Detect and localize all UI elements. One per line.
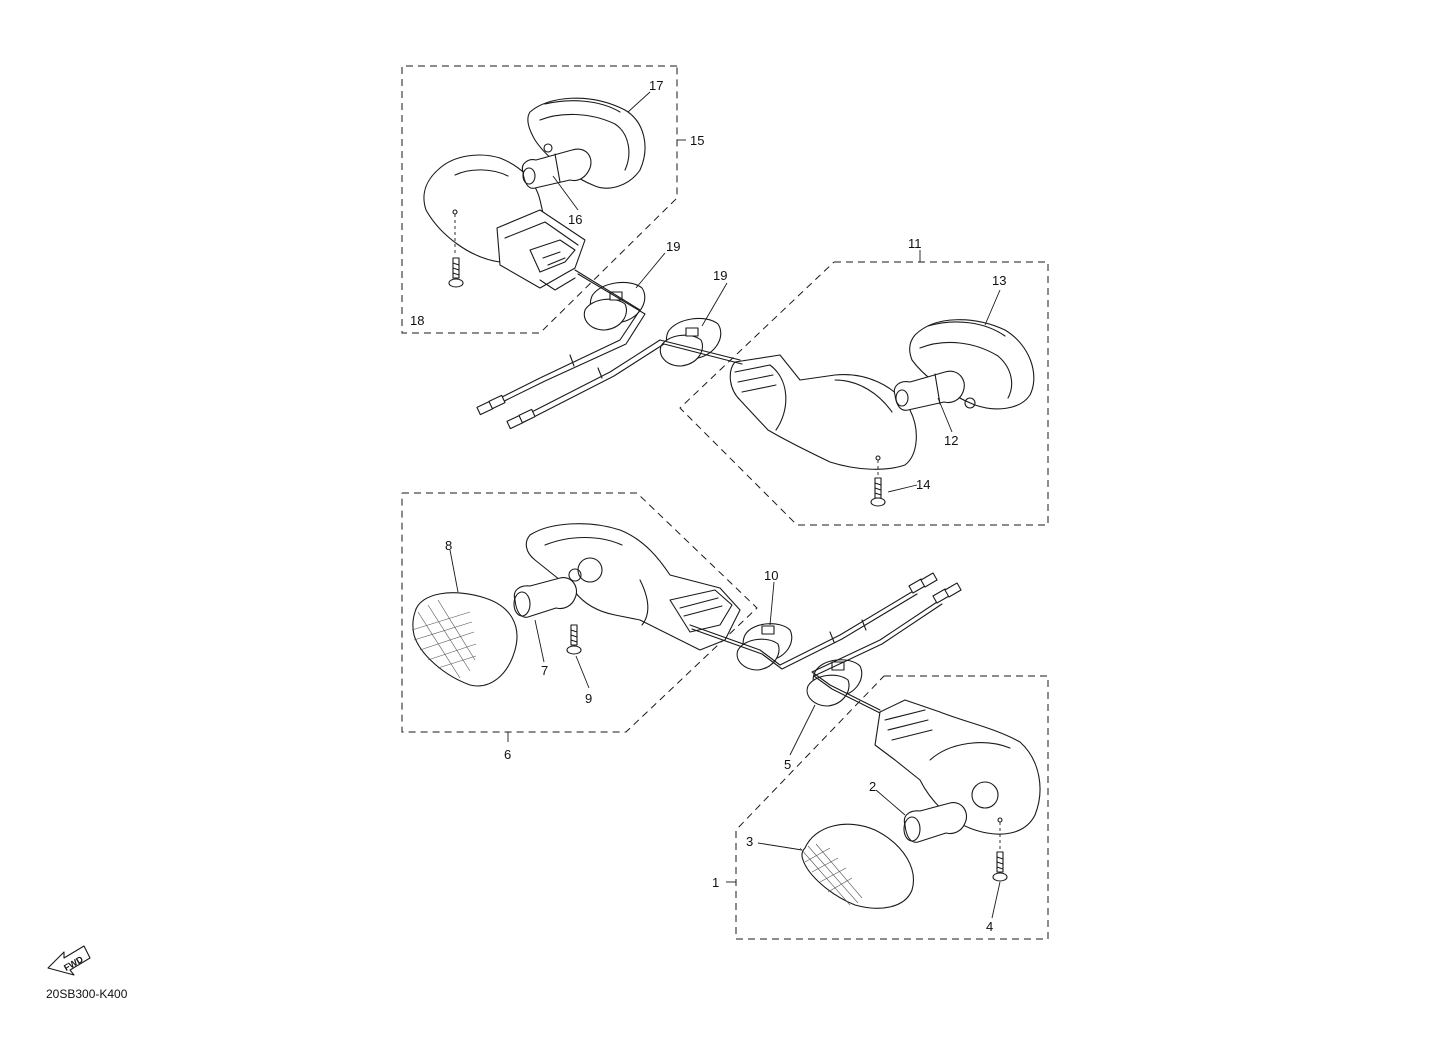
lens-8 [411,592,518,687]
callout-19-right: 19 [713,268,727,283]
grommet-5 [806,659,863,707]
grommet-19-left [583,281,646,331]
screw-18 [448,257,464,288]
assembly-15-box [401,65,686,334]
callout-8: 8 [445,538,452,553]
screw-4 [992,851,1008,882]
flasher-housing-11 [729,354,917,478]
callout-15: 15 [690,133,704,148]
grommet-10 [736,623,793,671]
callout-17: 17 [649,78,663,93]
screw-14 [870,477,886,507]
flasher-housing-15 [423,154,586,291]
callout-1: 1 [712,875,719,890]
wires-top [476,269,743,430]
callout-12: 12 [944,433,958,448]
callout-5: 5 [784,757,791,772]
bulb-12 [893,370,976,411]
callout-7: 7 [541,663,548,678]
bulb-16 [521,143,592,189]
leader-lines [449,91,1001,919]
callout-9: 9 [585,691,592,706]
callout-16: 16 [568,212,582,227]
callout-3: 3 [746,834,753,849]
drawing-code: 20SB300-K400 [46,987,128,1001]
flasher-housing-6 [525,523,741,651]
flasher-housing-1 [874,699,1041,852]
assembly-6-box [401,492,758,742]
wires-middle [689,572,962,715]
lens-17 [527,97,646,189]
callout-2: 2 [869,779,876,794]
callout-19-left: 19 [666,239,680,254]
bulb-7 [513,577,578,618]
lens-3 [799,823,914,909]
screw-9 [566,624,582,655]
bulb-2 [903,802,968,843]
callout-6: 6 [504,747,511,762]
callout-10: 10 [764,568,778,583]
fwd-arrow-icon: FWD [47,945,91,976]
callout-14: 14 [916,477,930,492]
callout-11: 11 [908,236,922,251]
assembly-11-box [679,250,1049,526]
assembly-1-box [726,675,1049,940]
callout-18: 18 [410,313,424,328]
callout-4: 4 [986,919,993,934]
callout-13: 13 [992,273,1006,288]
callout-labels: 1 2 3 4 5 6 7 8 9 10 11 12 13 14 15 16 1… [410,78,1006,934]
